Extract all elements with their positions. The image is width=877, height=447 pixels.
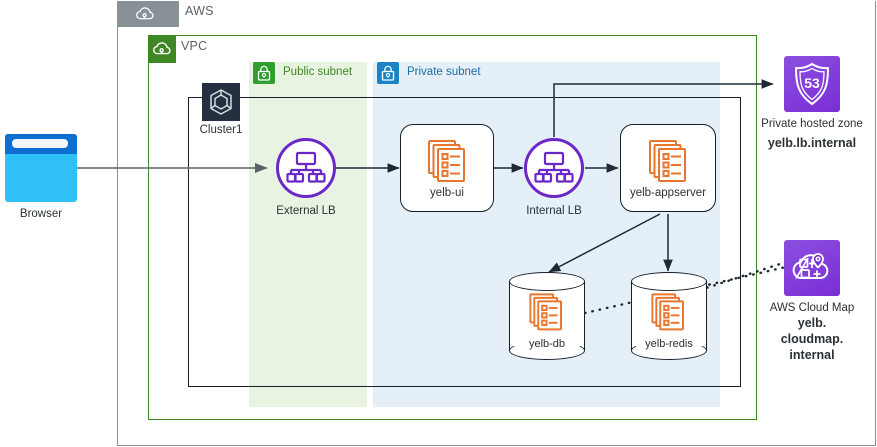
cloud-map-domain-line-2: cloudmap.	[780, 332, 844, 346]
aws-cloud-icon	[136, 7, 154, 20]
route53-shield-glyph: 53	[795, 63, 829, 105]
aws-group-label: AWS	[185, 4, 214, 18]
route53-caption: Private hosted zone yelb.lb.internal	[727, 117, 877, 152]
container-task-icon	[428, 140, 465, 182]
cylinder-top	[509, 272, 585, 291]
route53-icon: 53	[784, 56, 840, 112]
load-balancer-icon	[286, 151, 326, 183]
vpc-boundary	[148, 35, 757, 420]
cloud-map-glyph	[792, 253, 829, 279]
vpc-cloud-icon	[153, 42, 171, 55]
cloud-map-domain-line-1: yelb.	[797, 316, 827, 330]
vpc-group-tag	[148, 35, 176, 63]
container-task-icon	[529, 293, 562, 331]
cluster-label: Cluster1	[199, 124, 243, 136]
ecs-cluster-icon	[202, 83, 240, 121]
private-subnet-tag	[377, 62, 399, 84]
route53-badge-number: 53	[804, 75, 820, 91]
external-lb-node	[276, 138, 336, 198]
cluster-boundary	[188, 97, 741, 387]
internal-lb-node	[524, 138, 584, 198]
yelb-ui-label: yelb-ui	[430, 187, 464, 199]
cloud-map-domain-line-3: internal	[789, 348, 835, 362]
browser-label: Browser	[19, 208, 63, 220]
yelb-db-node: yelb-db	[509, 272, 585, 360]
lock-icon	[381, 65, 395, 81]
public-subnet-tag	[253, 62, 275, 84]
cylinder-bottom	[631, 341, 707, 360]
yelb-redis-label: yelb-redis	[645, 338, 693, 350]
route53-domain: yelb.lb.internal	[767, 136, 857, 150]
browser-address-bar	[12, 139, 68, 148]
yelb-redis-node: yelb-redis	[631, 272, 707, 360]
internal-lb-label: Internal LB	[526, 205, 582, 217]
browser-icon	[5, 134, 77, 202]
yelb-db-label: yelb-db	[528, 338, 566, 350]
yelb-appserver-node: yelb-appserver	[620, 124, 716, 212]
cloud-map-caption-line: AWS Cloud Map	[769, 302, 855, 314]
cloud-map-caption: AWS Cloud Map yelb. cloudmap. internal	[727, 301, 877, 364]
aws-cloud-map-icon	[784, 240, 840, 296]
cylinder-bottom	[509, 341, 585, 360]
public-subnet-area	[249, 62, 367, 407]
vpc-group-label: VPC	[181, 39, 208, 53]
yelb-appserver-label: yelb-appserver	[629, 187, 707, 199]
route53-caption-line: Private hosted zone	[761, 118, 863, 130]
load-balancer-icon	[534, 151, 574, 183]
public-subnet-label: Public subnet	[283, 66, 353, 78]
external-lb-label: External LB	[276, 205, 336, 217]
yelb-ui-node: yelb-ui	[400, 124, 494, 212]
cylinder-top	[631, 272, 707, 291]
private-subnet-label: Private subnet	[407, 66, 481, 78]
lock-icon	[257, 65, 271, 81]
ecs-hexagon-glyph	[210, 89, 232, 115]
browser-title-bar	[5, 134, 77, 154]
container-task-icon	[649, 140, 686, 182]
aws-group-tag	[117, 1, 179, 27]
container-task-icon	[651, 293, 684, 331]
